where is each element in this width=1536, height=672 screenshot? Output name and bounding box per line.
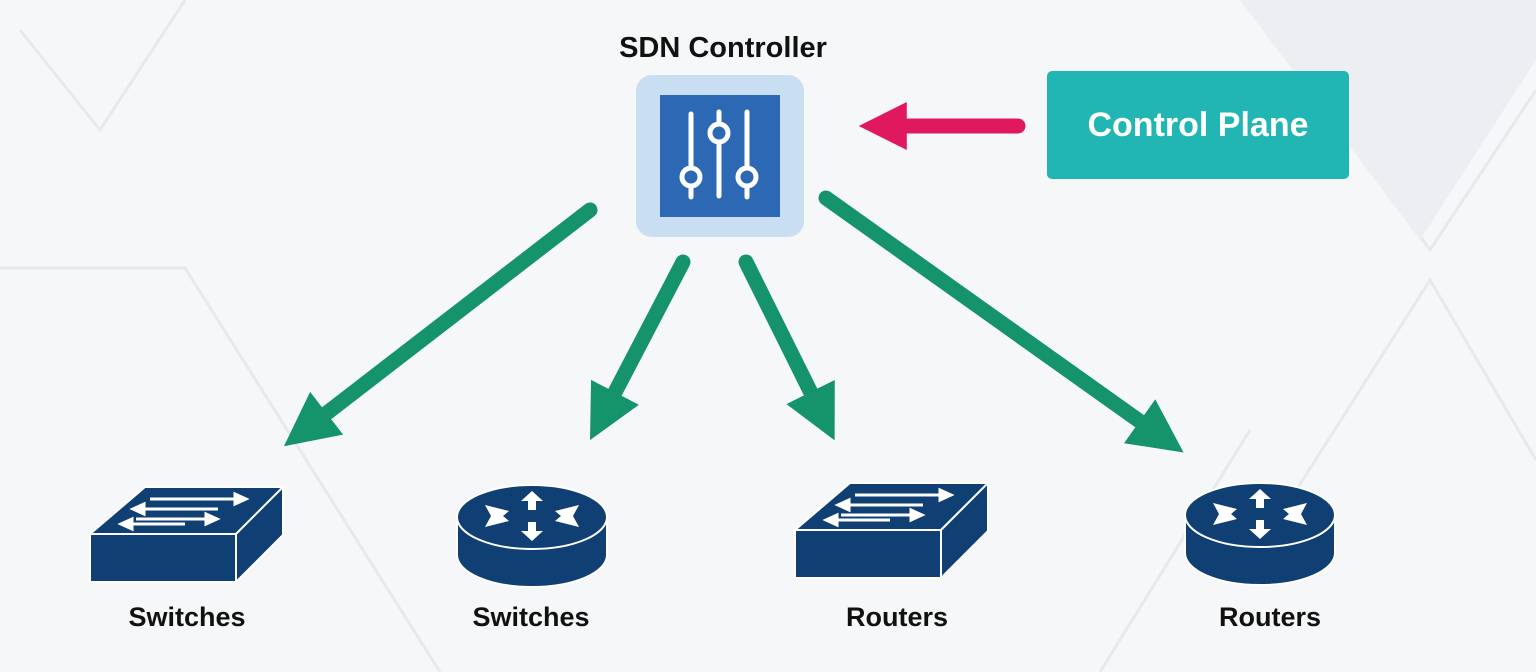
arrow-to-router-1 <box>590 254 691 441</box>
device-label-1: Switches <box>128 602 246 632</box>
switch-icon <box>792 480 991 581</box>
arrow-to-router-2 <box>818 190 1184 453</box>
diagram-title: SDN Controller <box>619 32 827 64</box>
arrow-to-switch-2 <box>738 254 835 441</box>
device-label-2: Switches <box>472 602 590 632</box>
router-icon <box>456 484 608 588</box>
background-shape <box>1240 0 1536 240</box>
arrow-to-switch-1 <box>283 202 598 447</box>
device-label-3: Routers <box>845 602 948 632</box>
sdn-controller-icon <box>636 75 804 237</box>
control-plane-label: Control Plane <box>1047 71 1349 179</box>
device-label-4: Routers <box>1218 602 1321 632</box>
sliders-icon <box>679 109 759 200</box>
controller-to-device-arrows <box>283 190 1184 453</box>
switch-icon <box>87 484 286 585</box>
router-icon <box>1184 482 1336 586</box>
